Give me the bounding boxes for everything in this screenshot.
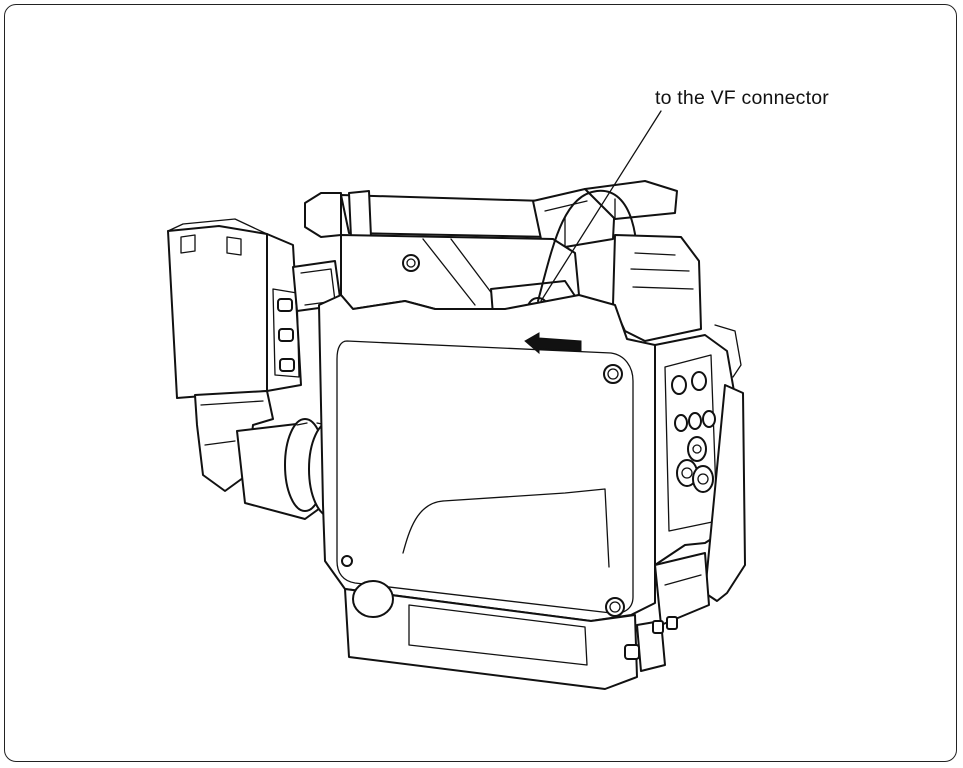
camera-body bbox=[318, 189, 702, 690]
callout-label: to the VF connector bbox=[655, 87, 829, 109]
callout-leader-line bbox=[540, 110, 662, 302]
carry-handle bbox=[304, 180, 678, 248]
figure-frame: to the VF connector bbox=[4, 4, 957, 762]
viewfinder-unit bbox=[167, 218, 342, 492]
rear-connector-panel bbox=[624, 324, 746, 672]
camera-viewfinder-illustration bbox=[167, 110, 746, 690]
